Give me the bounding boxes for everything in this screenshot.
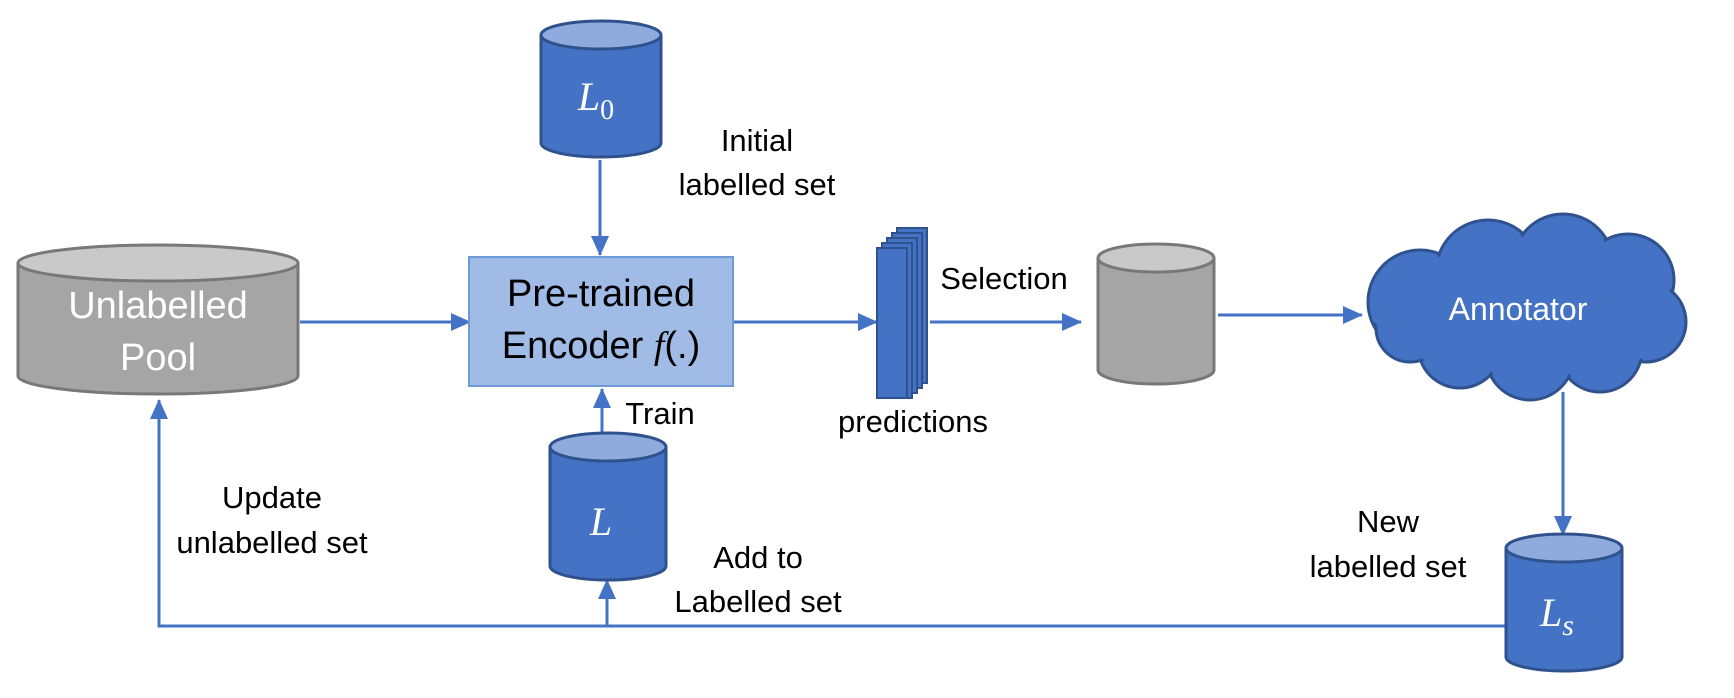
new-labelled-set-line2: labelled set <box>1310 549 1467 584</box>
encoder-label-prefix: Encoder <box>502 325 654 367</box>
update-unlabelled-set-line1: Update <box>222 480 322 515</box>
ls-cylinder: Ls <box>1504 532 1624 673</box>
l0-cylinder: L0 <box>539 19 663 159</box>
predictions-label: predictions <box>838 404 988 439</box>
selection-label: Selection <box>940 261 1068 296</box>
add-to-labelled-set-line2: Labelled set <box>674 584 842 619</box>
initial-labelled-set-line2: labelled set <box>679 167 836 202</box>
encoder-label-suffix: (.) <box>664 325 700 367</box>
unlabelled-pool-label-line1: Unlabelled <box>68 285 248 327</box>
add-to-labelled-set-line1: Add to <box>713 540 803 575</box>
train-label: Train <box>625 396 694 431</box>
selected-set-cylinder <box>1096 242 1216 386</box>
unlabelled-pool-cylinder: Unlabelled Pool <box>16 243 300 396</box>
feedback-line <box>150 399 1506 628</box>
connectors <box>150 160 1572 628</box>
encoder-label-line1: Pre-trained <box>507 273 695 315</box>
annotator-cloud: Annotator <box>1366 212 1688 402</box>
new-labelled-set-line1: New <box>1357 504 1420 539</box>
l0-symbol: L <box>577 74 600 119</box>
unlabelled-pool-label-line2: Pool <box>120 337 196 379</box>
l-cylinder: L <box>548 431 668 582</box>
ls-symbol: L <box>1539 590 1562 635</box>
svg-text:L0: L0 <box>577 74 614 126</box>
ls-subscript: s <box>1562 609 1574 642</box>
encoder-box: Pre-trained Encoder f(.) <box>468 256 734 387</box>
svg-text:Encoder f(.): Encoder f(.) <box>502 325 701 367</box>
annotator-label: Annotator <box>1449 291 1588 327</box>
predictions-stack-icon <box>876 227 928 399</box>
l-symbol: L <box>589 499 612 544</box>
svg-text:Ls: Ls <box>1539 590 1574 642</box>
update-unlabelled-set-line2: unlabelled set <box>176 525 368 560</box>
initial-labelled-set-line1: Initial <box>721 123 793 158</box>
l0-subscript: 0 <box>600 95 614 126</box>
